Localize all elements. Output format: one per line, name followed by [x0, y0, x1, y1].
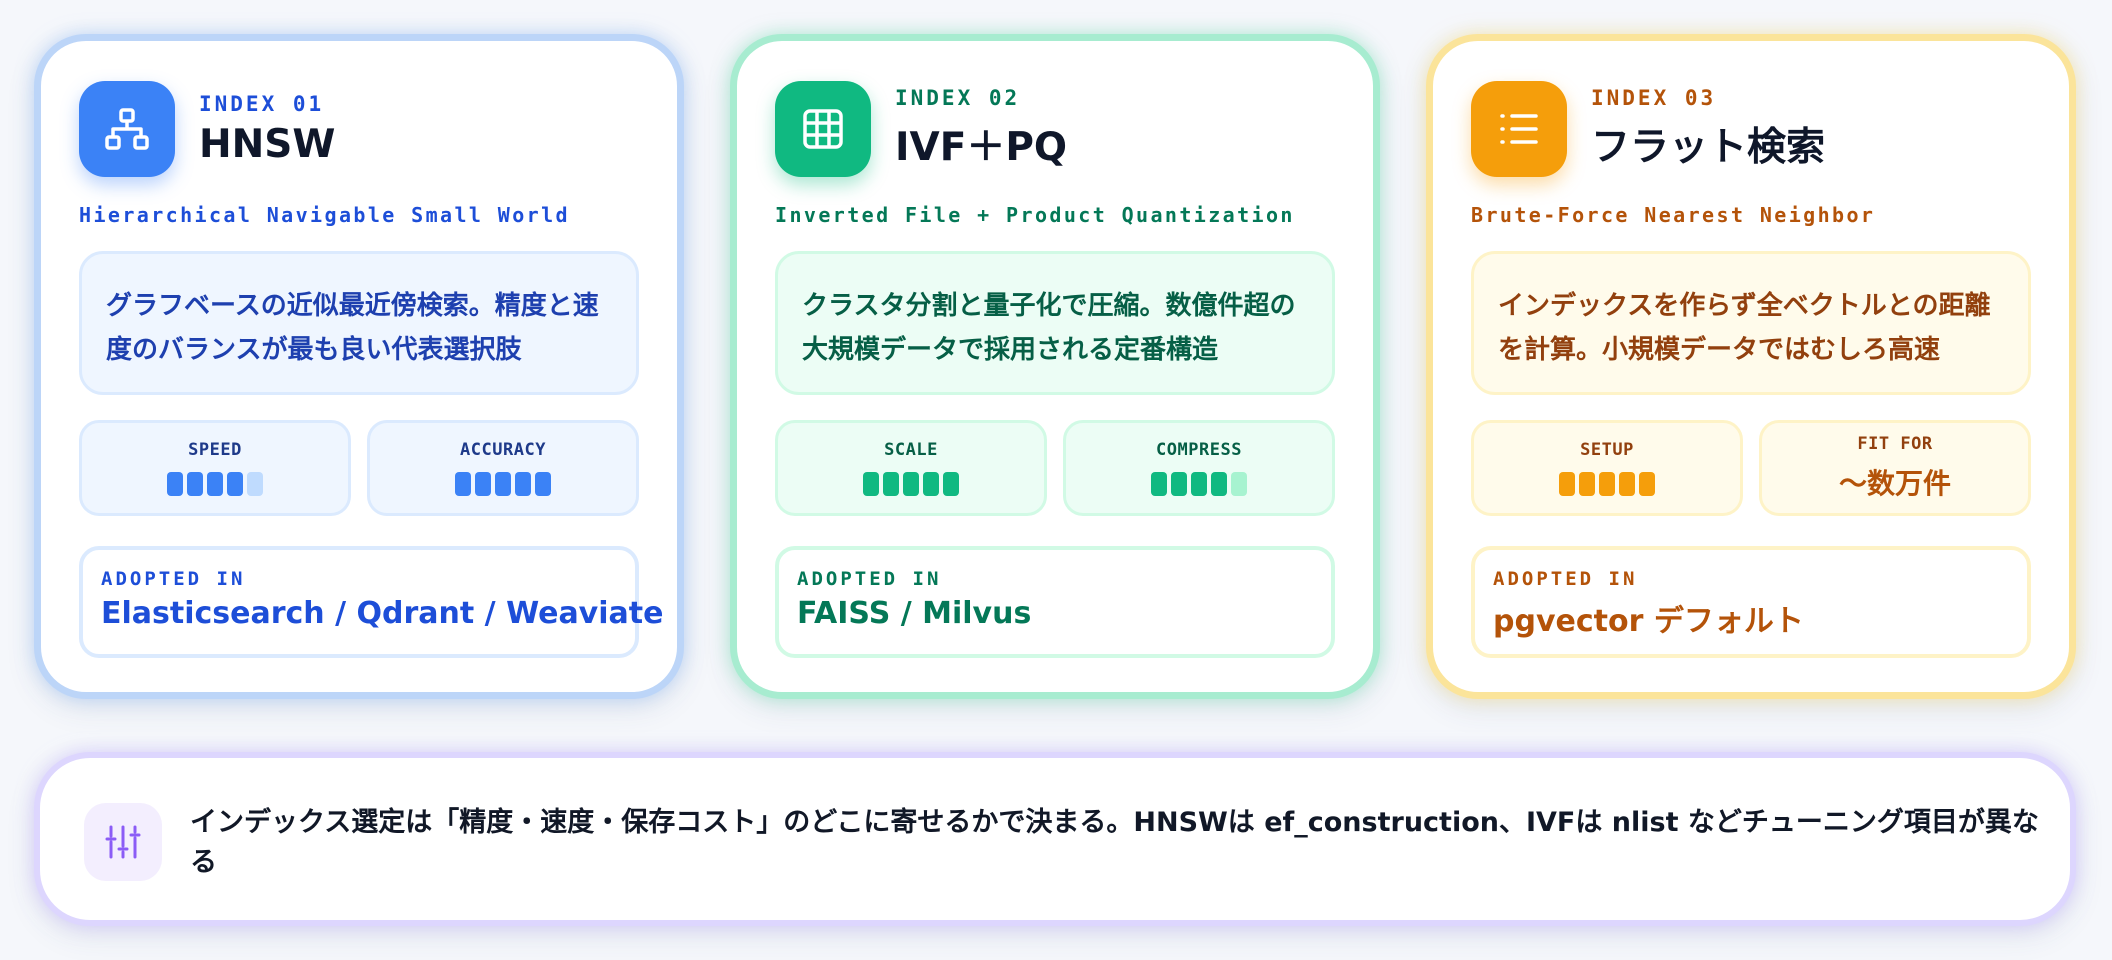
rating-bar — [535, 472, 551, 496]
rating-bar — [1559, 472, 1575, 496]
metric-accuracy: ACCURACY — [367, 420, 639, 516]
metric-label: SCALE — [884, 440, 938, 460]
sliders-icon — [84, 803, 162, 881]
metric-scale: SCALE — [775, 420, 1047, 516]
metric-setup: SETUP — [1471, 420, 1743, 516]
rating-bars — [1559, 472, 1655, 496]
rating-bars — [863, 472, 959, 496]
index-card-hnsw: INDEX 01 HNSW Hierarchical Navigable Sma… — [34, 34, 684, 699]
card-subtitle: Brute-Force Nearest Neighbor — [1471, 203, 1876, 227]
metrics-row: SCALE COMPRESS — [775, 420, 1335, 516]
adopted-in-box: ADOPTED IN pgvector デフォルト — [1471, 546, 2031, 658]
grid-icon — [775, 81, 871, 177]
rating-bars — [455, 472, 551, 496]
rating-bar — [495, 472, 511, 496]
rating-bar — [515, 472, 531, 496]
metric-fit-for: FIT FOR 〜数万件 — [1759, 420, 2031, 516]
rating-bar — [1191, 472, 1207, 496]
note-text: インデックス選定は「精度・速度・保存コスト」のどこに寄せるかで決まる。HNSWは… — [190, 807, 2039, 878]
index-card-ivf-pq: INDEX 02 IVF＋PQ Inverted File + Product … — [730, 34, 1380, 699]
index-label: INDEX 02 — [895, 86, 1021, 110]
metric-label: SETUP — [1580, 440, 1634, 460]
adopted-in-box: ADOPTED IN FAISS / Milvus — [775, 546, 1335, 658]
card-header: INDEX 03 フラット検索 — [1471, 80, 1825, 178]
rating-bar — [207, 472, 223, 496]
rating-bar — [863, 472, 879, 496]
rating-bar — [167, 472, 183, 496]
rating-bar — [923, 472, 939, 496]
rating-bar — [455, 472, 471, 496]
adopted-in-box: ADOPTED IN Elasticsearch / Qdrant / Weav… — [79, 546, 664, 658]
card-description: クラスタ分割と量子化で圧縮。数億件超の大規模データで採用される定番構造 — [775, 251, 1335, 395]
index-label: INDEX 03 — [1591, 86, 1717, 110]
rating-bar — [1599, 472, 1615, 496]
metrics-row: SETUP FIT FOR 〜数万件 — [1471, 420, 2031, 516]
metric-label: SPEED — [188, 440, 242, 460]
card-title: HNSW — [199, 121, 336, 167]
adopted-label: ADOPTED IN — [1493, 568, 1638, 590]
metric-speed: SPEED — [79, 420, 351, 516]
index-label: INDEX 01 — [199, 91, 325, 116]
index-card-flat: INDEX 03 フラット検索 Brute-Force Nearest Neig… — [1426, 34, 2076, 699]
metric-label: COMPRESS — [1156, 440, 1242, 460]
rating-bar — [247, 472, 263, 496]
hierarchy-icon — [79, 81, 175, 177]
metric-value: 〜数万件 — [1838, 467, 1951, 500]
rating-bar — [1231, 472, 1247, 496]
rating-bar — [1151, 472, 1167, 496]
metric-label: ACCURACY — [460, 440, 546, 460]
metric-compress: COMPRESS — [1063, 420, 1335, 516]
adopted-value: FAISS / Milvus — [797, 596, 1032, 631]
adopted-label: ADOPTED IN — [101, 568, 246, 590]
rating-bar — [1211, 472, 1227, 496]
rating-bar — [903, 472, 919, 496]
card-description: グラフベースの近似最近傍検索。精度と速度のバランスが最も良い代表選択肢 — [79, 251, 639, 395]
rating-bar — [1579, 472, 1595, 496]
card-header: INDEX 01 HNSW — [79, 80, 335, 178]
rating-bar — [943, 472, 959, 496]
metrics-row: SPEED ACCURACY — [79, 420, 639, 516]
card-subtitle: Hierarchical Navigable Small World — [79, 203, 570, 227]
card-description: インデックスを作らず全ベクトルとの距離を計算。小規模データではむしろ高速 — [1471, 251, 2031, 395]
rating-bar — [1639, 472, 1655, 496]
adopted-value: pgvector デフォルト — [1493, 604, 1804, 639]
rating-bar — [475, 472, 491, 496]
rating-bars — [1151, 472, 1247, 496]
rating-bar — [1619, 472, 1635, 496]
rating-bars — [167, 472, 263, 496]
metric-label: FIT FOR — [1857, 434, 1933, 454]
card-title: IVF＋PQ — [895, 125, 1068, 170]
adopted-value: Elasticsearch / Qdrant / Weaviate — [101, 596, 664, 631]
card-subtitle: Inverted File + Product Quantization — [775, 203, 1295, 227]
rating-bar — [1171, 472, 1187, 496]
adopted-label: ADOPTED IN — [797, 568, 942, 590]
card-title: フラット検索 — [1591, 125, 1826, 170]
list-icon — [1471, 81, 1567, 177]
rating-bar — [187, 472, 203, 496]
tuning-note: インデックス選定は「精度・速度・保存コスト」のどこに寄せるかで決まる。HNSWは… — [34, 752, 2076, 926]
rating-bar — [227, 472, 243, 496]
card-header: INDEX 02 IVF＋PQ — [775, 80, 1067, 178]
rating-bar — [883, 472, 899, 496]
